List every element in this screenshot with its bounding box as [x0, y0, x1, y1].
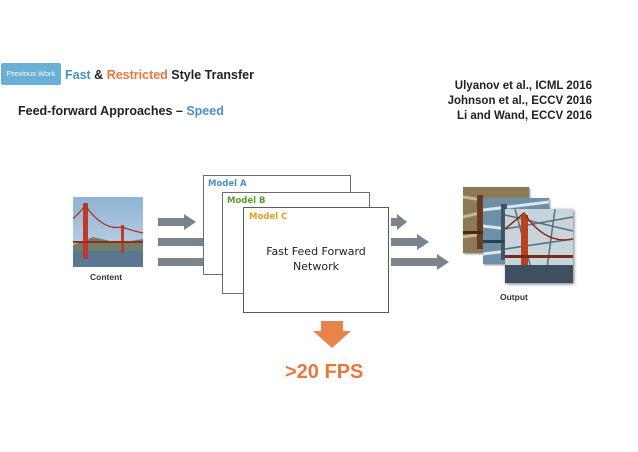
model-a-label: Model A: [208, 179, 247, 189]
fps-result: >20 FPS: [285, 361, 364, 383]
content-caption: Content: [90, 272, 123, 282]
fast-feed-forward-network: Fast Feed Forward Network: [243, 207, 389, 313]
network-line-1: Fast Feed Forward: [266, 245, 366, 258]
reference-li: Li and Wand, ECCV 2016: [456, 110, 592, 122]
title-restricted: Restricted: [106, 68, 168, 82]
arrow-right-icon: [391, 254, 449, 270]
network-line-2: Network: [293, 260, 339, 273]
output-caption: Output: [500, 292, 528, 302]
slide-subtitle: Feed-forward Approaches – Speed: [18, 104, 224, 118]
subtitle-prefix: Feed-forward Approaches –: [18, 104, 187, 118]
previous-work-badge: Previous Work: [1, 63, 61, 85]
arrow-right-icon: [391, 234, 429, 250]
reference-ulyanov: Ulyanov et al., ICML 2016: [454, 80, 592, 92]
network-text: Fast Feed Forward Network: [244, 244, 388, 274]
arrow-right-icon: [158, 214, 196, 230]
output-image-3: [505, 209, 573, 283]
content-image: [73, 197, 143, 267]
bridge-photo-stylized: [505, 209, 573, 283]
reference-johnson: Johnson et al., ECCV 2016: [447, 95, 592, 107]
model-b-label: Model B: [227, 196, 266, 206]
bridge-photo-content: [73, 197, 143, 267]
arrow-down-icon: [313, 321, 351, 348]
arrow-right-icon: [391, 214, 407, 230]
output-arrows: [391, 214, 449, 270]
subtitle-speed: Speed: [186, 104, 224, 118]
title-rest: Style Transfer: [167, 68, 254, 82]
title-amp: &: [90, 68, 107, 82]
model-c-label: Model C: [249, 212, 288, 222]
title-fast: Fast: [65, 68, 91, 82]
slide-title: Fast & Restricted Style Transfer: [65, 68, 254, 82]
references: Ulyanov et al., ICML 2016 Johnson et al.…: [392, 79, 592, 124]
